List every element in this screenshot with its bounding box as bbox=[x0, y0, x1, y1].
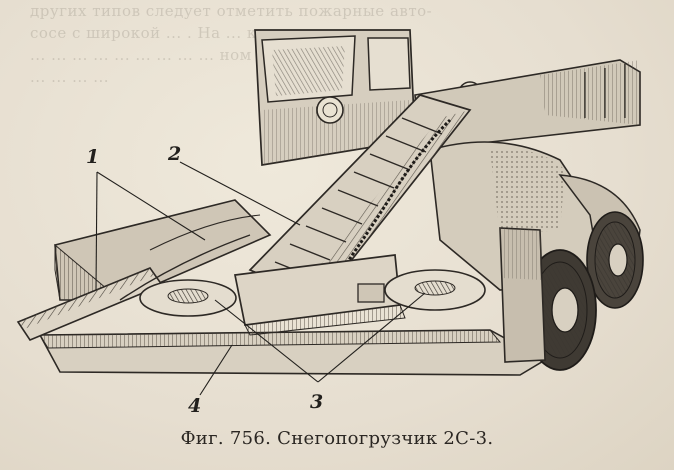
gathering-disk-right bbox=[384, 269, 486, 311]
bleed-line: ... ... ... ... bbox=[30, 68, 110, 86]
callout-1: 1 bbox=[86, 146, 99, 168]
bleed-through-text: других типов следует отметить пожарные а… bbox=[30, 0, 670, 120]
figure-caption: Фиг. 756. Снегопогрузчик 2С-3. bbox=[180, 428, 494, 449]
hopper-box bbox=[233, 254, 406, 336]
main-conveyor bbox=[248, 94, 472, 302]
rear-conveyor-boom bbox=[414, 59, 641, 151]
front-apron bbox=[38, 329, 547, 376]
leader-lines bbox=[95, 161, 426, 396]
callout-3: 3 bbox=[310, 391, 323, 413]
rear-wheel bbox=[586, 211, 644, 309]
conveyor-slats bbox=[274, 117, 443, 279]
feeder-arm-left bbox=[16, 199, 272, 341]
gathering-disk-left bbox=[139, 279, 237, 317]
mud-flap bbox=[499, 227, 546, 363]
bleed-line: сосе с широкой ... . На ... кажение bbox=[30, 24, 321, 42]
callout-4: 4 bbox=[188, 395, 201, 417]
truck-cab bbox=[254, 29, 482, 166]
callout-2: 2 bbox=[167, 143, 181, 165]
bleed-line: других типов следует отметить пожарные а… bbox=[30, 2, 433, 20]
bleed-line: ... ... ... ... ... ... ... ... ... ном … bbox=[30, 46, 327, 64]
